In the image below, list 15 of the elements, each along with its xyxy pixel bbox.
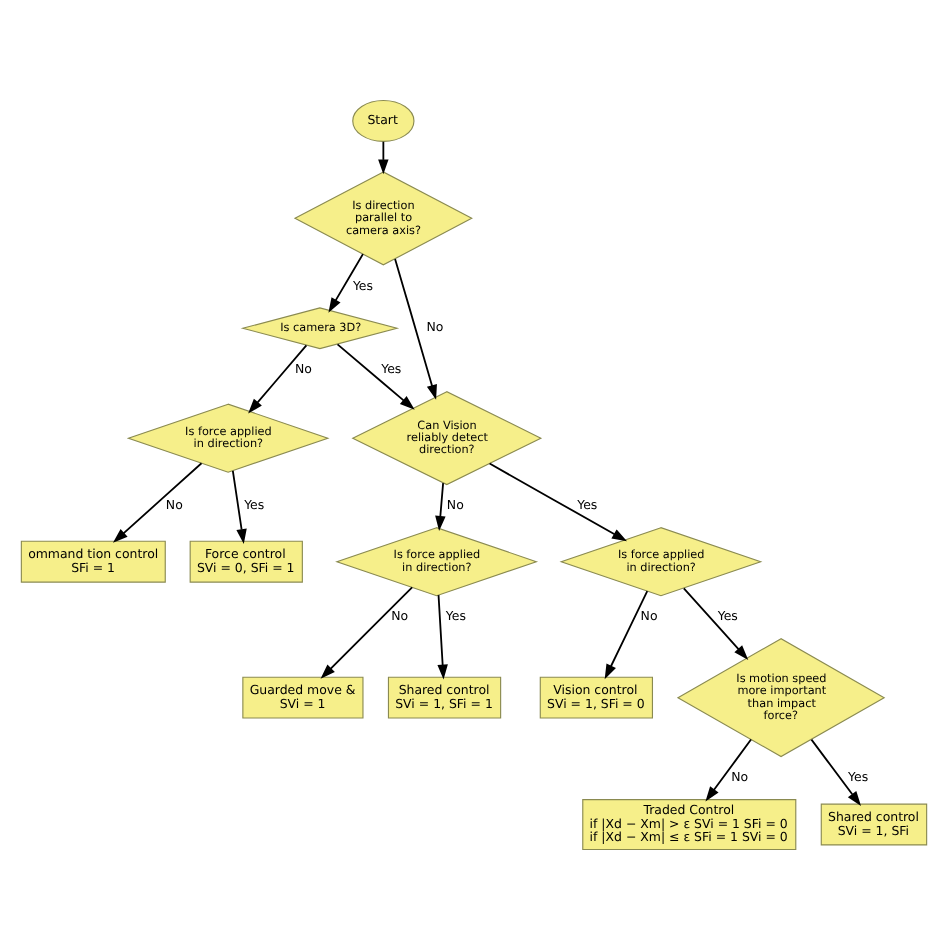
arrow (435, 481, 446, 530)
arrow (112, 461, 203, 542)
arrow (705, 737, 752, 801)
arrow (231, 468, 247, 543)
arrow (682, 586, 749, 659)
arrow (320, 585, 413, 678)
arrow (604, 589, 649, 679)
arrow (378, 139, 389, 174)
arrow (810, 737, 861, 806)
arrow (394, 257, 437, 399)
arrow (328, 252, 364, 312)
arrow (248, 343, 308, 413)
arrow (336, 342, 415, 409)
arrow (437, 593, 448, 679)
arrow (488, 461, 627, 541)
